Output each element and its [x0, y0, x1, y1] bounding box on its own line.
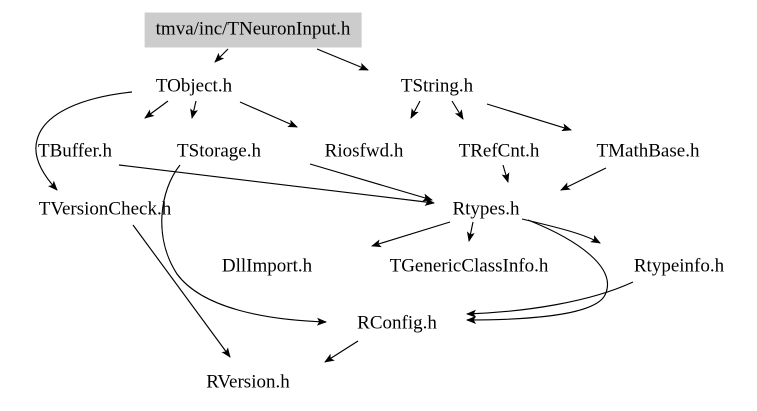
- node-tgenericclassinfo-h[interactable]: TGenericClassInfo.h: [389, 255, 549, 277]
- edge-tobject-to-tstorage: [190, 100, 198, 119]
- node-tobject-h[interactable]: TObject.h: [155, 75, 233, 97]
- edge-rtypeinfo-to-rconfig: [466, 281, 634, 318]
- node-tstring-h[interactable]: TString.h: [400, 75, 474, 97]
- edge-tobject-to-riosfwd: [239, 101, 298, 128]
- edge-root-to-tstring: [316, 48, 369, 71]
- node-rtypes-h[interactable]: Rtypes.h: [452, 198, 520, 220]
- edge-rconfig-to-rversion: [324, 340, 359, 363]
- edge-tstring-to-trefcnt: [451, 100, 464, 120]
- edge-tversioncheck-to-rversion: [132, 224, 231, 358]
- node-rversion-h[interactable]: RVersion.h: [206, 371, 290, 393]
- node-dllimport-h[interactable]: DllImport.h: [221, 255, 313, 277]
- edge-rtypes-to-rtypeinfo: [521, 218, 601, 244]
- edge-tstring-to-tmathbase: [486, 103, 572, 132]
- node-tmva-inc-tneuroninput-h: tmva/inc/TNeuronInput.h: [144, 12, 362, 48]
- edge-root-to-tobject: [214, 48, 229, 63]
- edge-tstorage-to-rconfig: [161, 164, 327, 326]
- edge-tbuffer-to-rtypes: [118, 164, 435, 206]
- node-trefcnt-h[interactable]: TRefCnt.h: [458, 140, 540, 162]
- node-rconfig-h[interactable]: RConfig.h: [357, 312, 437, 334]
- node-rtypeinfo-h[interactable]: Rtypeinfo.h: [633, 255, 725, 277]
- node-riosfwd-h[interactable]: Riosfwd.h: [324, 140, 404, 162]
- edge-riosfwd-to-rtypes: [309, 163, 433, 202]
- edge-rtypes-to-tgeneric: [466, 221, 475, 242]
- node-tstorage-h[interactable]: TStorage.h: [177, 140, 261, 162]
- node-tbuffer-h[interactable]: TBuffer.h: [37, 140, 113, 162]
- edge-tmathbase-to-rtypes: [560, 167, 607, 191]
- node-tversioncheck-h[interactable]: TVersionCheck.h: [38, 198, 172, 220]
- node-tmathbase-h[interactable]: TMathBase.h: [596, 140, 700, 162]
- edge-tstring-to-riosfwd: [410, 100, 421, 119]
- edge-trefcnt-to-rtypes: [501, 164, 510, 183]
- edge-rtypes-to-dllimport: [371, 221, 451, 248]
- edge-tobject-to-tbuffer: [144, 100, 169, 119]
